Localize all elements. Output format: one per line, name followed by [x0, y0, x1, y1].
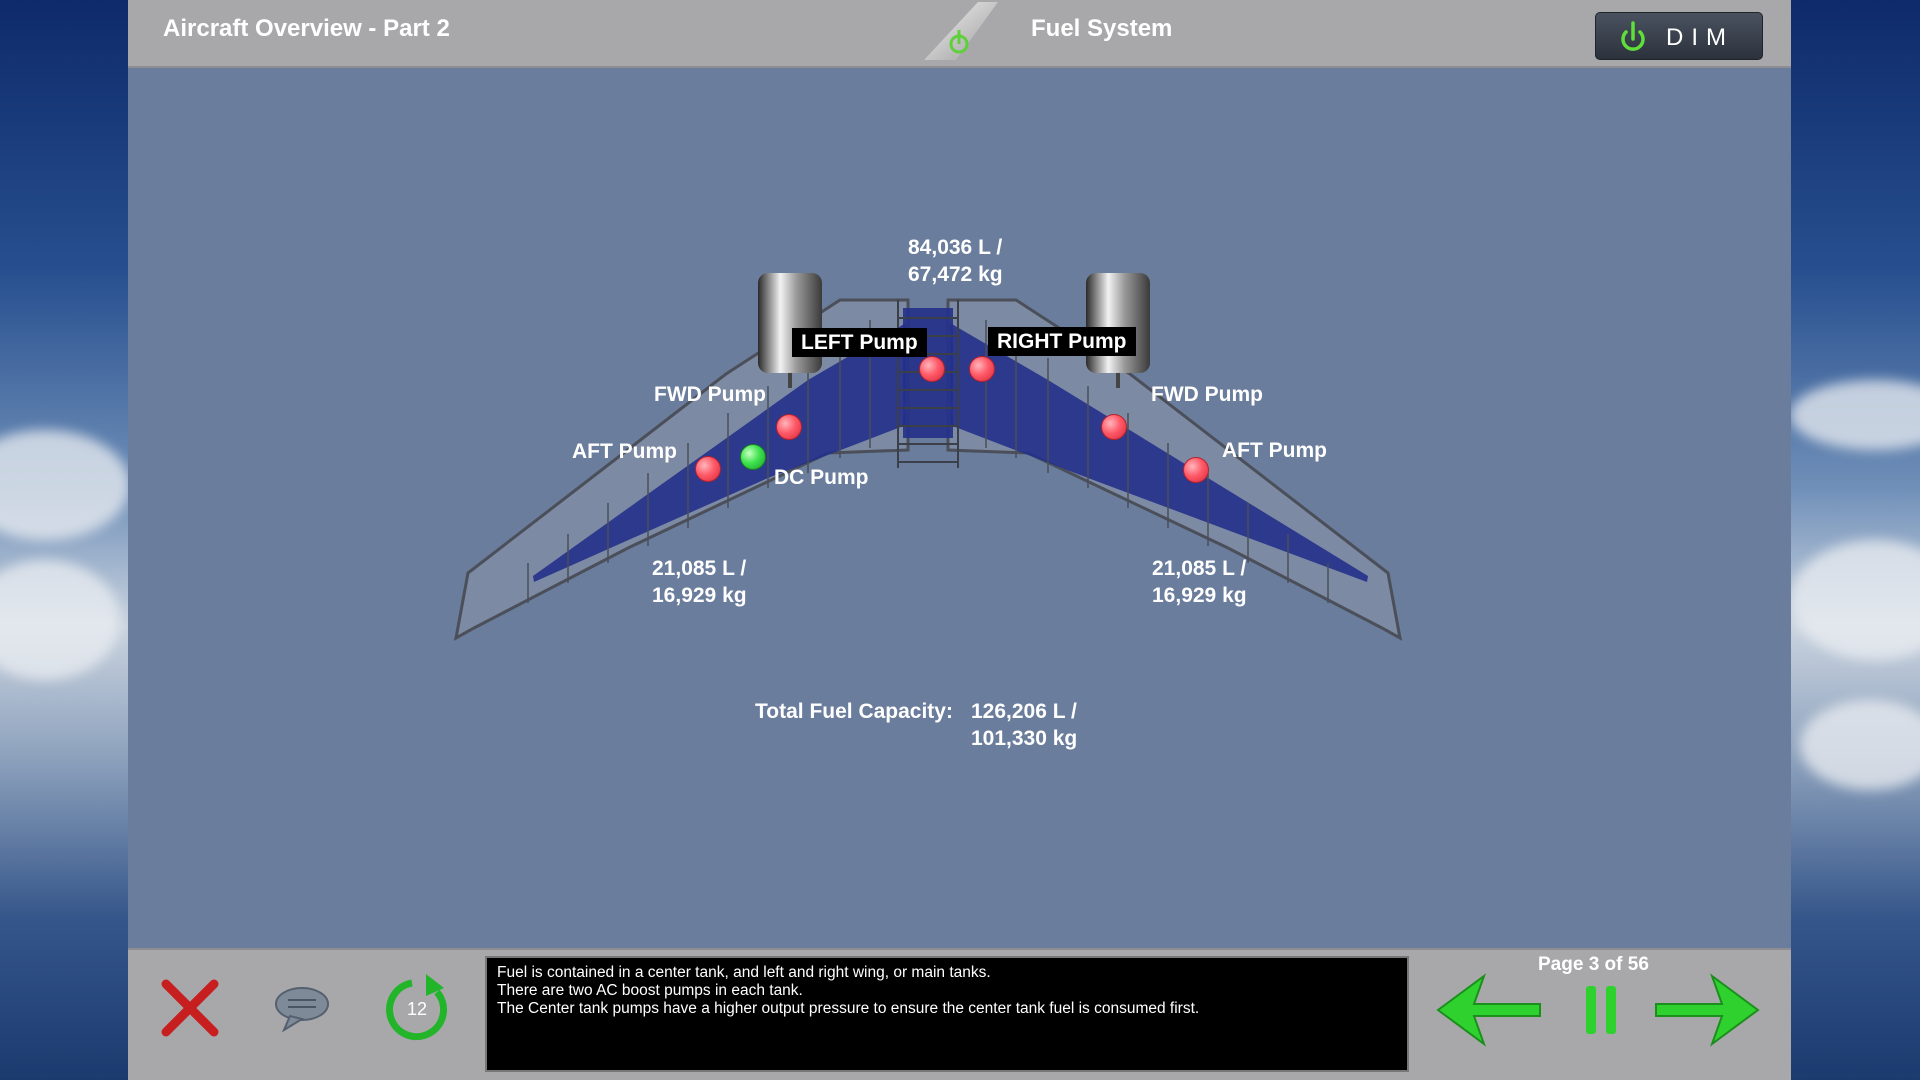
left-fwd-pump-label: FWD Pump [654, 383, 766, 406]
background-cloud [1790, 380, 1920, 450]
narration-line: Fuel is contained in a center tank, and … [497, 964, 991, 981]
tail-logo-icon [924, 2, 998, 60]
dim-label: DIM [1666, 24, 1734, 51]
footer-bar: 12 Fuel is contained in a center tank, a… [128, 948, 1791, 1080]
left-dc-pump-label: DC Pump [774, 466, 869, 489]
replay-button[interactable]: 12 [382, 974, 452, 1044]
training-app-window: Aircraft Overview - Part 2 Fuel System D… [128, 0, 1791, 1080]
right-main-tank [950, 323, 1368, 582]
total-fuel-capacity: 126,206 L / 101,330 kg [971, 698, 1077, 752]
replay-count: 12 [406, 999, 428, 1019]
content-stage: 84,036 L / 67,472 kg 21,085 L / 16,929 k… [128, 68, 1791, 948]
narration-line: The Center tank pumps have a higher outp… [497, 1000, 1200, 1017]
center-tank-kg: 67,472 kg [908, 263, 1003, 286]
pause-icon[interactable] [1582, 980, 1622, 1040]
total-fuel-liters: 126,206 L / [971, 700, 1077, 723]
fuel-system-diagram [453, 273, 1403, 641]
header-bar: Aircraft Overview - Part 2 Fuel System D… [128, 0, 1791, 68]
arrow-right-icon[interactable] [1652, 970, 1762, 1050]
narration-line: There are two AC boost pumps in each tan… [497, 982, 803, 999]
right-center-pump-label: RIGHT Pump [988, 327, 1136, 356]
left-tank-liters: 21,085 L / [652, 557, 747, 580]
left-dc-pump-indicator[interactable] [740, 444, 766, 470]
arrow-left-icon[interactable] [1434, 970, 1544, 1050]
center-tank-capacity: 84,036 L / 67,472 kg [908, 234, 1003, 288]
section-title: Fuel System [1031, 15, 1173, 42]
lesson-title: Aircraft Overview - Part 2 [163, 15, 450, 42]
background-cloud [1790, 540, 1920, 660]
background-cloud [1800, 700, 1920, 790]
left-center-pump-indicator[interactable] [919, 356, 945, 382]
dim-button[interactable]: DIM [1595, 12, 1763, 60]
right-fwd-pump-label: FWD Pump [1151, 383, 1263, 406]
right-aft-pump-label: AFT Pump [1222, 439, 1327, 462]
left-center-pump-label: LEFT Pump [792, 328, 927, 357]
right-aft-pump-indicator[interactable] [1183, 457, 1209, 483]
left-main-tank [533, 323, 906, 582]
right-tank-kg: 16,929 kg [1152, 584, 1247, 607]
left-tank-kg: 16,929 kg [652, 584, 747, 607]
right-tank-capacity: 21,085 L / 16,929 kg [1152, 555, 1247, 609]
power-icon [1621, 21, 1645, 51]
left-tank-capacity: 21,085 L / 16,929 kg [652, 555, 747, 609]
left-fwd-pump-indicator[interactable] [776, 414, 802, 440]
background-cloud [0, 560, 120, 680]
page-indicator: Page 3 of 56 [1538, 954, 1649, 975]
center-tank-liters: 84,036 L / [908, 236, 1003, 259]
total-fuel-kg: 101,330 kg [971, 727, 1078, 750]
total-fuel-label: Total Fuel Capacity: [755, 700, 953, 723]
right-fwd-pump-indicator[interactable] [1101, 414, 1127, 440]
left-aft-pump-indicator[interactable] [695, 456, 721, 482]
right-tank-liters: 21,085 L / [1152, 557, 1247, 580]
narration-text-box: Fuel is contained in a center tank, and … [485, 956, 1409, 1072]
left-aft-pump-label: AFT Pump [572, 440, 677, 463]
replay-icon [386, 974, 447, 1041]
right-center-pump-indicator[interactable] [969, 356, 995, 382]
speech-bubble-icon[interactable] [272, 982, 332, 1038]
background-cloud [0, 430, 130, 540]
close-icon[interactable] [158, 976, 222, 1040]
